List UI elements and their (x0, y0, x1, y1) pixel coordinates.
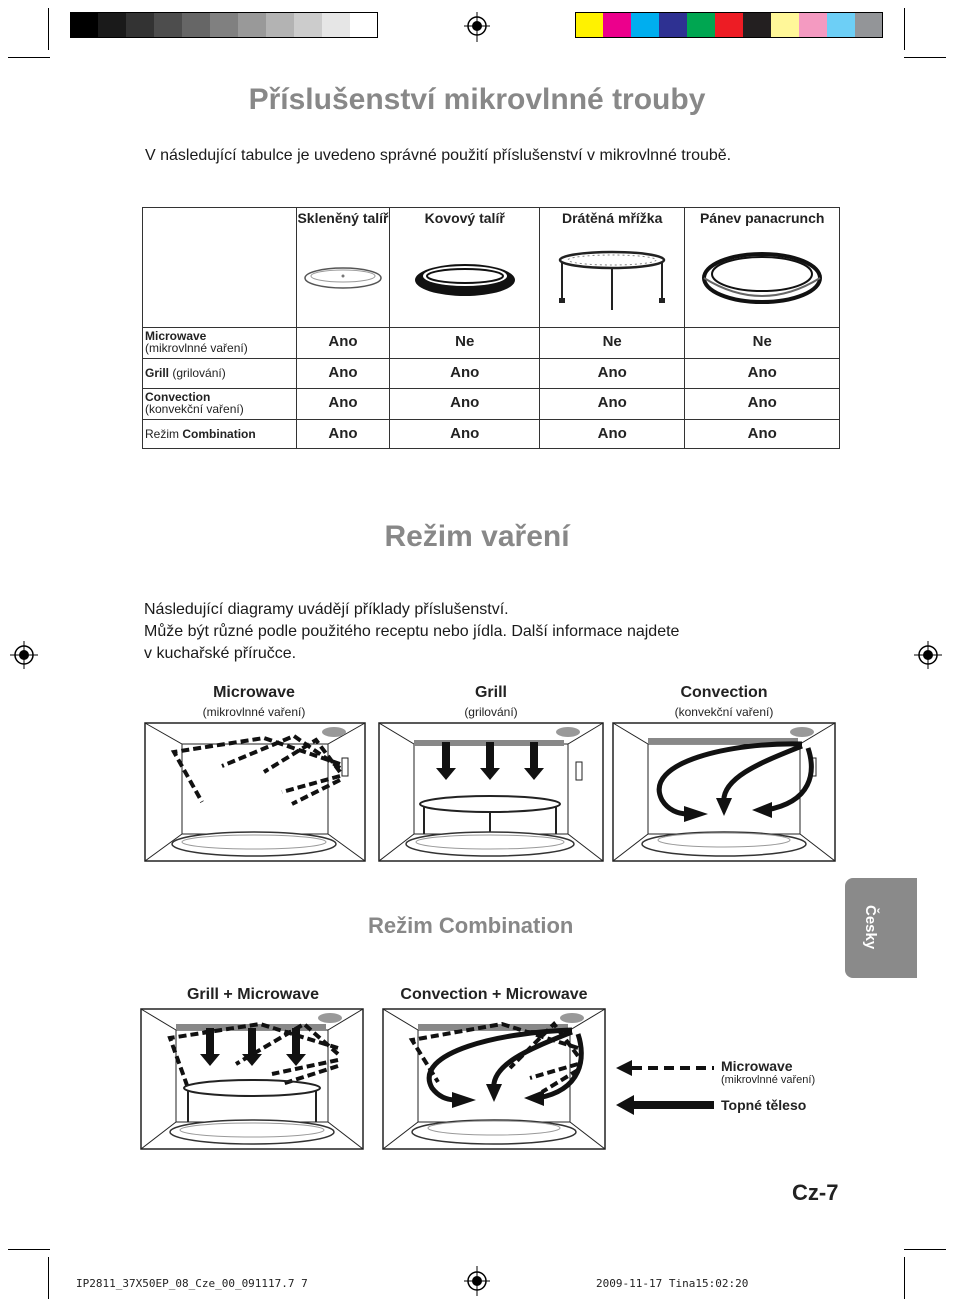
intro-line: Následující diagramy uvádějí příklady př… (144, 601, 509, 618)
legend-microwave-label: Microwave (721, 1058, 793, 1074)
mode-label-microwave: Microwave (213, 684, 295, 701)
cooking-intro: Následující diagramy uvádějí příklady př… (144, 599, 679, 665)
row-label: Režim Combination (142, 419, 297, 449)
language-tab-label: Česky (862, 905, 879, 950)
column-label: Skleněný talíř (297, 210, 389, 226)
column-header: Skleněný talíř (295, 207, 391, 328)
crop-mark (904, 1257, 905, 1299)
color-swatch (182, 12, 210, 38)
crop-mark (904, 8, 905, 50)
table-cell: Ne (684, 327, 840, 359)
table-cell: Ne (389, 327, 540, 359)
microwave-diagram (144, 722, 366, 862)
footer-date: 2009-11-17 Tina15:02:20 (596, 1277, 749, 1290)
grill-diagram (378, 722, 604, 862)
empty-header-cell (142, 207, 297, 328)
metal-tray-icon (414, 264, 515, 296)
table-cell: Ano (295, 327, 391, 359)
intro-line: Může být různé podle použitého receptu n… (144, 623, 680, 640)
table-cell: Ano (389, 388, 540, 420)
combination-title: Režim Combination (368, 913, 574, 938)
color-swatch (294, 12, 322, 38)
registration-mark-icon (914, 641, 942, 669)
color-swatch (210, 12, 238, 38)
crop-mark (904, 57, 946, 58)
color-swatch (771, 12, 799, 38)
table-cell: Ano (684, 358, 840, 389)
mode-label-grill-microwave: Grill + Microwave (186, 986, 320, 1003)
column-label: Kovový talíř (424, 210, 505, 226)
color-swatch (98, 12, 126, 38)
color-swatch (631, 12, 659, 38)
intro-text: V následující tabulce je uvedeno správné… (145, 147, 732, 164)
color-swatch (743, 12, 771, 38)
table-cell: Ano (389, 419, 540, 449)
convection-microwave-diagram (382, 1008, 606, 1150)
table-cell: Ano (538, 419, 686, 449)
crop-mark (904, 1249, 946, 1250)
mode-label-grill: Grill (474, 684, 507, 701)
language-tab (845, 878, 917, 978)
mode-label-convection: Convection (680, 684, 768, 701)
color-swatch (126, 12, 154, 38)
table-cell: Ano (538, 388, 686, 420)
glass-tray-icon (304, 267, 382, 289)
microwave-legend-arrow-icon (616, 1060, 714, 1076)
row-label: Grill (grilování) (142, 358, 297, 389)
color-swatch (603, 12, 631, 38)
color-swatch (715, 12, 743, 38)
color-swatch (799, 12, 827, 38)
mode-label-convection-microwave: Convection + Microwave (400, 986, 588, 1003)
table-cell: Ano (295, 358, 391, 389)
color-swatch (687, 12, 715, 38)
color-swatch (322, 12, 350, 38)
page-number: Cz-7 (792, 1180, 839, 1205)
legend-microwave-sub: (mikrovlnné vaření) (721, 1074, 816, 1086)
column-header: Drátěná mřížka (538, 207, 686, 328)
table-cell: Ano (389, 358, 540, 389)
row-label: Convection(konvekční vaření) (142, 388, 297, 420)
color-swatch (238, 12, 266, 38)
intro-line: v kuchařské příručce. (144, 645, 297, 662)
column-header: Kovový talíř (389, 207, 540, 328)
color-swatch (827, 12, 855, 38)
table-cell: Ano (684, 388, 840, 420)
mode-sub-microwave: (mikrovlnné vaření) (202, 705, 306, 719)
table-cell: Ano (684, 419, 840, 449)
color-swatch (154, 12, 182, 38)
wire-rack-icon (558, 250, 666, 310)
footer-file: IP2811_37X50EP_08_Cze_00_091117.7 7 (76, 1277, 308, 1290)
registration-mark-icon (464, 1266, 490, 1296)
color-swatch (70, 12, 98, 38)
column-header: Pánev panacrunch (684, 207, 840, 328)
panacrunch-pan-icon (702, 252, 823, 304)
mode-sub-convection: (konvekční vaření) (674, 705, 774, 719)
table-cell: Ano (295, 419, 391, 449)
row-label: Microwave(mikrovlnné vaření) (142, 327, 297, 359)
table-cell: Ne (538, 327, 686, 359)
crop-mark (8, 57, 50, 58)
column-label: Drátěná mřížka (562, 210, 663, 226)
table-cell: Ano (295, 388, 391, 420)
grill-microwave-diagram (140, 1008, 364, 1150)
crop-mark (48, 1257, 49, 1299)
mode-sub-grill: (grilování) (464, 705, 518, 719)
color-swatch (855, 12, 883, 38)
legend-heater-label: Topné těleso (721, 1097, 807, 1113)
accessories-table: Skleněný talíř Kovový talíř Drátěná mříž… (142, 207, 840, 449)
section-title: Režim vaření (384, 520, 570, 553)
heater-legend-arrow-icon (616, 1095, 714, 1115)
color-swatch (350, 12, 378, 38)
registration-mark-icon (464, 12, 490, 42)
color-swatch (266, 12, 294, 38)
color-swatch (575, 12, 603, 38)
page-title: Příslušenství mikrovlnné trouby (248, 83, 706, 116)
registration-mark-icon (10, 641, 38, 669)
column-label: Pánev panacrunch (699, 210, 825, 226)
color-swatch (659, 12, 687, 38)
table-cell: Ano (538, 358, 686, 389)
convection-diagram (612, 722, 836, 862)
crop-mark (48, 8, 49, 50)
crop-mark (8, 1249, 50, 1250)
